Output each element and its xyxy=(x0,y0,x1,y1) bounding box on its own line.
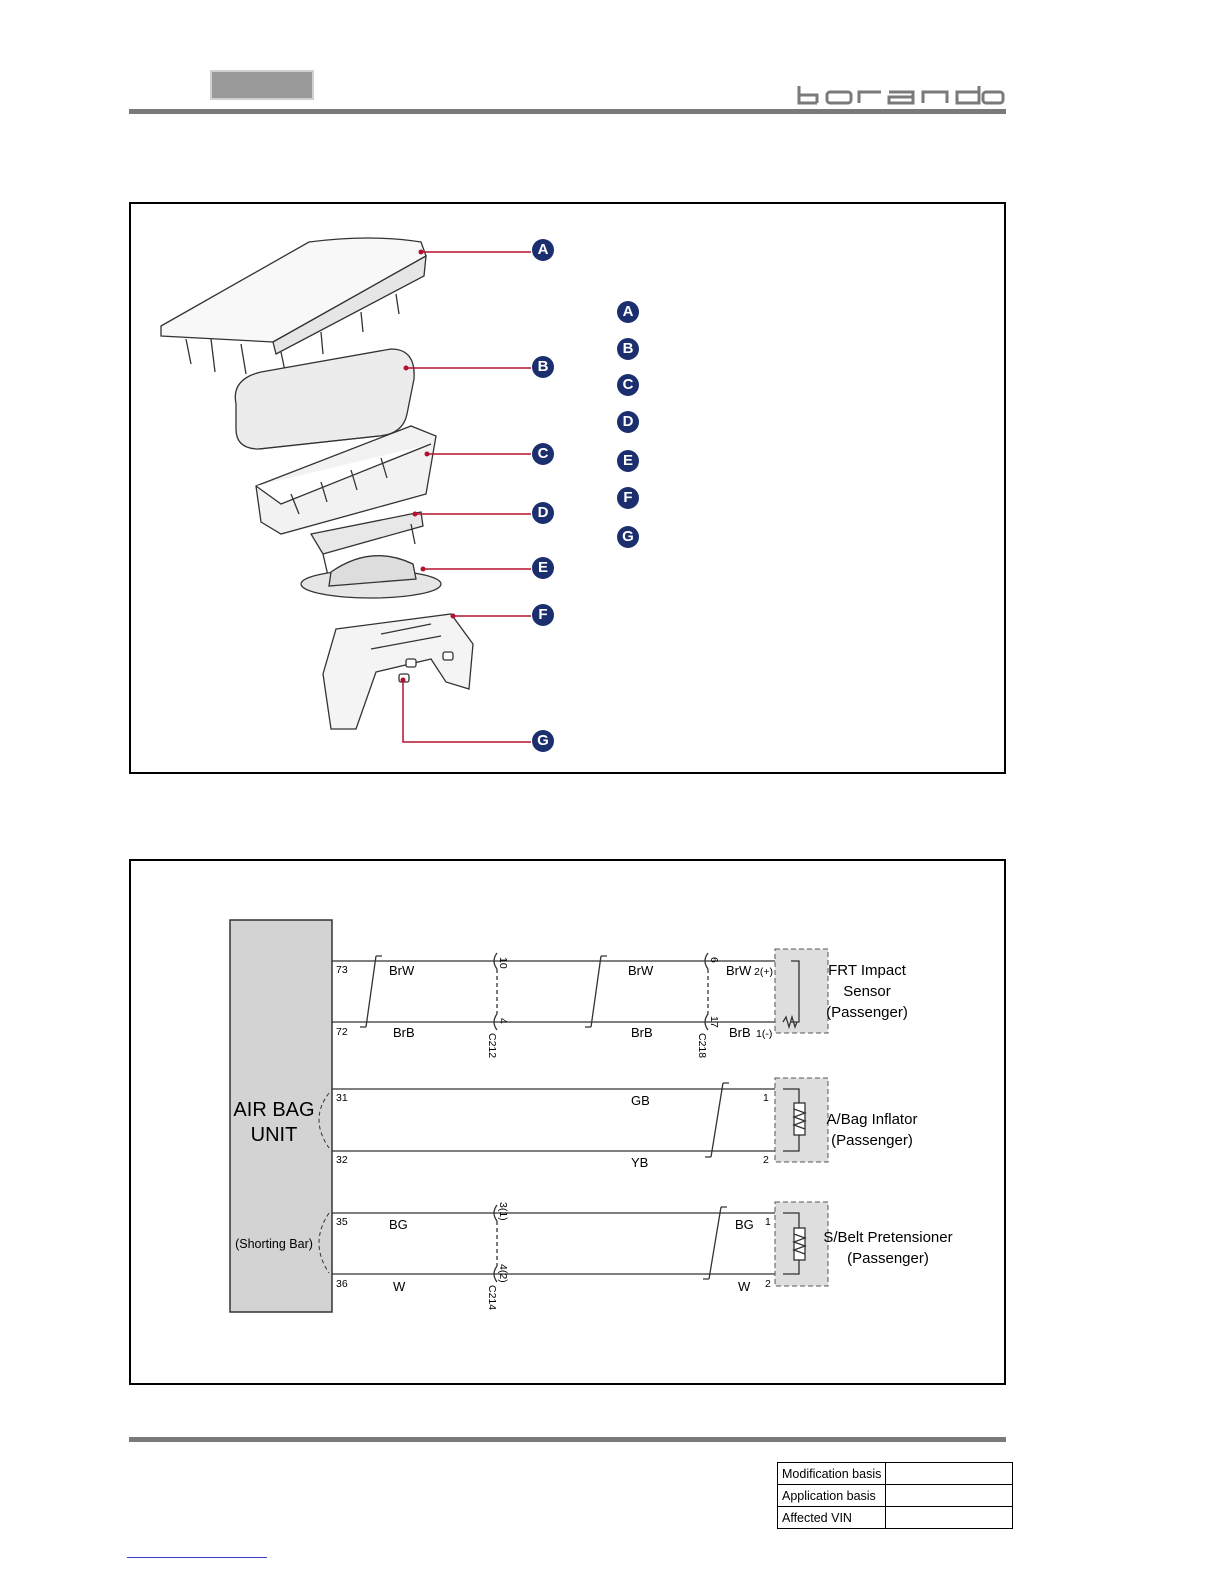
modification-basis-label: Modification basis xyxy=(776,1462,887,1485)
table-row: Application basis xyxy=(776,1484,1014,1507)
wire-gb: GB xyxy=(631,1093,650,1108)
inflator-terminal-2: 2 xyxy=(763,1154,769,1166)
sensor-terminal-pos: 2(+) xyxy=(754,966,773,978)
table-row: Affected VIN xyxy=(776,1506,1014,1529)
c212-pin-bottom: 4 xyxy=(497,1018,509,1024)
legend-c: C xyxy=(617,374,639,396)
table-row: Modification basis xyxy=(776,1462,1014,1485)
pin-36: 36 xyxy=(336,1278,348,1290)
belt-name-line2: (Passenger) xyxy=(847,1250,929,1267)
legend-a: A xyxy=(617,301,639,323)
modification-basis-value xyxy=(885,1462,1014,1485)
pin-73: 73 xyxy=(336,964,348,976)
wire-brw-3: BrW xyxy=(726,963,752,978)
pin-32: 32 xyxy=(336,1154,348,1166)
header-tab xyxy=(210,70,314,100)
inflator-name-line2: (Passenger) xyxy=(831,1132,913,1149)
callout-a: A xyxy=(532,239,554,261)
c218-pin-top: 6 xyxy=(708,957,720,963)
wiring-diagram-panel: AIR BAG UNIT (Shorting Bar) xyxy=(129,859,1006,1385)
callout-e: E xyxy=(532,557,554,579)
legend-f: F xyxy=(617,487,639,509)
sensor-name-line1: FRT Impact xyxy=(828,962,907,979)
air-bag-unit-block xyxy=(229,919,333,1313)
pin-35: 35 xyxy=(336,1216,348,1228)
footer-link-underline[interactable] xyxy=(127,1557,267,1558)
affected-vin-label: Affected VIN xyxy=(776,1506,887,1529)
sensor-name-line3: (Passenger) xyxy=(826,1004,908,1021)
callout-b: B xyxy=(532,356,554,378)
callout-g: G xyxy=(532,730,554,752)
c212-label: C212 xyxy=(486,1033,498,1058)
belt-name-line1: S/Belt Pretensioner xyxy=(823,1229,952,1246)
c212-pin-top: 10 xyxy=(497,957,509,969)
change-table: Modification basis Application basis Aff… xyxy=(776,1462,1014,1529)
legend-d: D xyxy=(617,411,639,433)
callout-c: C xyxy=(532,443,554,465)
legend-b: B xyxy=(617,338,639,360)
wire-brb-3: BrB xyxy=(729,1025,751,1040)
exploded-view-panel: A B C D E F G A B C D E F G xyxy=(129,202,1006,774)
c214-label: C214 xyxy=(486,1285,498,1310)
inflator-name-line1: A/Bag Inflator xyxy=(827,1111,918,1128)
wire-brb-1: BrB xyxy=(393,1025,415,1040)
legend-g: G xyxy=(617,526,639,548)
legend-e: E xyxy=(617,450,639,472)
unit-label-line2: UNIT xyxy=(251,1124,298,1146)
shorting-bar-label: (Shorting Bar) xyxy=(235,1237,313,1251)
belt-terminal-2: 2 xyxy=(765,1278,771,1290)
wire-w-2: W xyxy=(738,1279,751,1294)
sensor-name-line2: Sensor xyxy=(843,983,891,1000)
callout-f: F xyxy=(532,604,554,626)
belt-terminal-1: 1 xyxy=(765,1216,771,1228)
sensor-terminal-neg: 1(-) xyxy=(756,1028,772,1040)
inflator-terminal-1: 1 xyxy=(763,1092,769,1104)
c214-pin-top: 3(1) xyxy=(497,1202,509,1221)
airbag-exploded-drawing xyxy=(160,237,531,743)
wire-bg-2: BG xyxy=(735,1217,754,1232)
wire-brw-2: BrW xyxy=(628,963,654,978)
korando-logo: korando xyxy=(797,86,1005,105)
c214-pin-bottom: 4(2) xyxy=(497,1264,509,1283)
pin-31: 31 xyxy=(336,1092,348,1104)
c218-pin-bottom: 17 xyxy=(708,1016,720,1028)
wire-brw-1: BrW xyxy=(389,963,415,978)
wire-w-1: W xyxy=(393,1279,406,1294)
wiring-diagram: AIR BAG UNIT (Shorting Bar) xyxy=(229,919,953,1313)
application-basis-value xyxy=(885,1484,1014,1507)
pin-72: 72 xyxy=(336,1026,348,1038)
wire-yb: YB xyxy=(631,1155,648,1170)
affected-vin-value xyxy=(885,1506,1014,1529)
unit-label-line1: AIR BAG xyxy=(233,1099,314,1121)
header-rule xyxy=(129,109,1006,114)
wire-brb-2: BrB xyxy=(631,1025,653,1040)
callout-d: D xyxy=(532,502,554,524)
c218-label: C218 xyxy=(696,1033,708,1058)
wire-bg-1: BG xyxy=(389,1217,408,1232)
application-basis-label: Application basis xyxy=(776,1484,887,1507)
footer-rule xyxy=(129,1437,1006,1442)
